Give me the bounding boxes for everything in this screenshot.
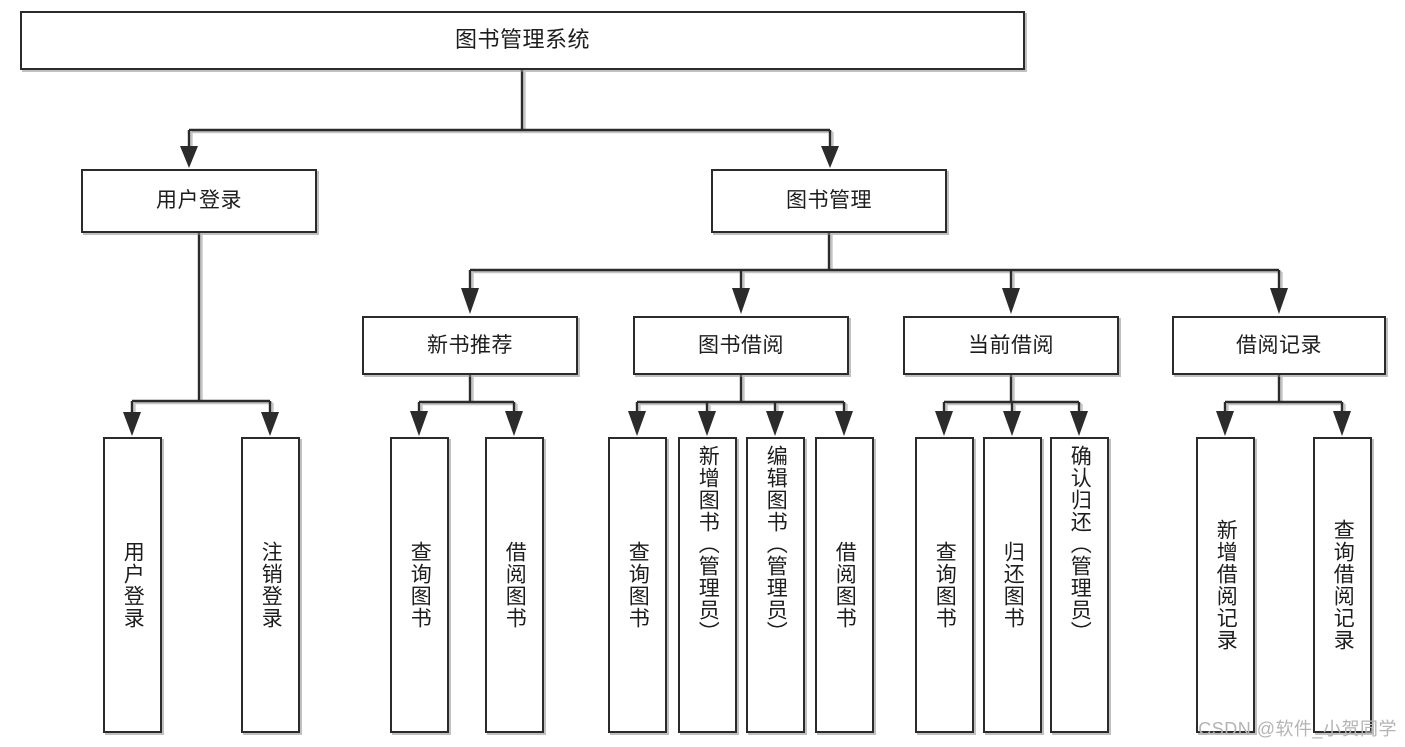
leaf-query-book-newbook-label: 查询图书 — [408, 541, 432, 629]
node-user-login[interactable]: 用户登录 — [81, 169, 317, 233]
leaf-borrow-book-newbook-label: 借阅图书 — [503, 541, 527, 629]
node-user-login-label: 用户登录 — [156, 189, 242, 213]
node-new-book-recommend-label: 新书推荐 — [427, 333, 513, 357]
leaf-add-book-admin[interactable]: 新增图书（管理员） — [678, 437, 737, 733]
leaf-edit-book-admin-label: 编辑图书（管理员） — [764, 445, 788, 643]
leaf-user-login[interactable]: 用户登录 — [103, 437, 162, 733]
leaf-return-book-label: 归还图书 — [1001, 541, 1025, 629]
leaf-return-book[interactable]: 归还图书 — [983, 437, 1042, 733]
leaf-borrow-book-label: 借阅图书 — [833, 541, 857, 629]
leaf-borrow-book-newbook[interactable]: 借阅图书 — [485, 437, 544, 733]
leaf-query-borrow-record-label: 查询借阅记录 — [1331, 519, 1355, 651]
wire-newbook-to-leaves — [410, 375, 523, 436]
wire-bookmgmt-to-level3 — [461, 233, 1288, 314]
node-root[interactable]: 图书管理系统 — [20, 11, 1025, 70]
node-current-borrow-label: 当前借阅 — [968, 333, 1054, 357]
node-book-management[interactable]: 图书管理 — [711, 169, 947, 233]
wire-records-to-leaves — [1216, 375, 1351, 436]
leaf-edit-book-admin[interactable]: 编辑图书（管理员） — [746, 437, 805, 733]
wire-root-to-level2 — [180, 70, 839, 168]
leaf-logout-label: 注销登录 — [259, 541, 283, 629]
leaf-add-book-admin-label: 新增图书（管理员） — [696, 445, 720, 643]
leaf-confirm-return-admin[interactable]: 确认归还（管理员） — [1050, 437, 1109, 733]
leaf-query-book-borrow-label: 查询图书 — [626, 541, 650, 629]
leaf-add-borrow-record[interactable]: 新增借阅记录 — [1196, 437, 1255, 733]
leaf-user-login-label: 用户登录 — [121, 541, 145, 629]
leaf-confirm-return-admin-label: 确认归还（管理员） — [1068, 445, 1092, 643]
leaf-borrow-book[interactable]: 借阅图书 — [815, 437, 874, 733]
node-borrow-records[interactable]: 借阅记录 — [1172, 316, 1386, 375]
leaf-query-book-current[interactable]: 查询图书 — [915, 437, 974, 733]
node-book-borrow-label: 图书借阅 — [698, 333, 784, 357]
node-book-borrow[interactable]: 图书借阅 — [633, 316, 849, 375]
leaf-add-borrow-record-label: 新增借阅记录 — [1214, 519, 1238, 651]
node-borrow-records-label: 借阅记录 — [1236, 333, 1322, 357]
leaf-query-book-newbook[interactable]: 查询图书 — [390, 437, 449, 733]
node-current-borrow[interactable]: 当前借阅 — [903, 316, 1119, 375]
wire-current-to-leaves — [935, 375, 1088, 436]
wire-userlogin-to-leaves — [123, 233, 279, 436]
leaf-query-book-borrow[interactable]: 查询图书 — [608, 437, 667, 733]
leaf-query-book-current-label: 查询图书 — [933, 541, 957, 629]
leaf-query-borrow-record[interactable]: 查询借阅记录 — [1313, 437, 1372, 733]
node-new-book-recommend[interactable]: 新书推荐 — [362, 316, 578, 375]
node-root-label: 图书管理系统 — [454, 27, 590, 53]
wire-borrow-to-leaves — [628, 375, 853, 436]
node-book-management-label: 图书管理 — [786, 189, 872, 213]
leaf-logout[interactable]: 注销登录 — [241, 437, 300, 733]
watermark-text: CSDN @软件_小贺同学 — [1198, 719, 1397, 739]
